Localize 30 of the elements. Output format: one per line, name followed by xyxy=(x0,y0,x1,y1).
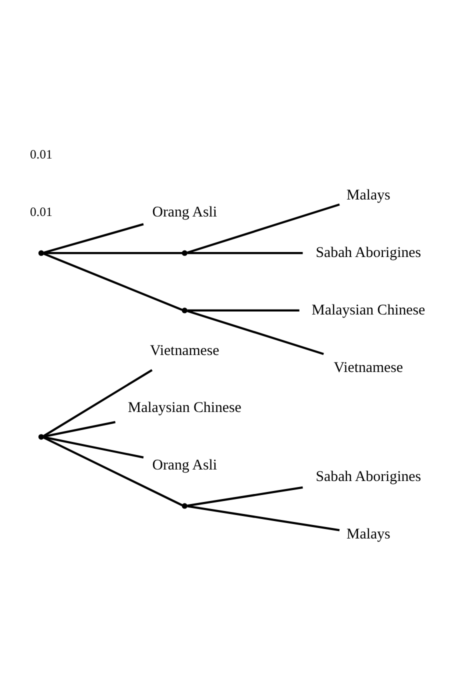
label: 0.01 xyxy=(30,147,52,162)
connector xyxy=(43,252,183,310)
node-point xyxy=(182,250,188,256)
connector xyxy=(44,222,144,254)
label: 0.01 xyxy=(30,204,52,219)
node-point xyxy=(182,307,188,313)
connector xyxy=(43,436,183,506)
node-text: Vietnamese xyxy=(150,342,220,358)
node-text: Malays xyxy=(346,526,390,542)
node-text: Orang Asli xyxy=(152,457,218,474)
connector xyxy=(44,436,144,458)
connector xyxy=(187,308,300,312)
node-text: Sabah Aborigines xyxy=(316,468,422,485)
node-text: Sabah Aborigines xyxy=(316,244,422,261)
node-text: Malaysian Chinese xyxy=(128,400,242,416)
node-text: Vietnamese xyxy=(334,359,404,376)
node-text: Malays xyxy=(346,187,390,204)
node-point xyxy=(182,502,188,508)
node-point xyxy=(38,434,44,440)
connector xyxy=(187,486,303,506)
node-text: Orang Asli xyxy=(152,204,218,220)
connector xyxy=(187,504,340,531)
connector xyxy=(186,203,340,254)
connector xyxy=(44,252,182,254)
node-text: Malaysian Chinese xyxy=(312,302,426,318)
connector xyxy=(186,309,324,355)
connector xyxy=(187,252,303,254)
node-point xyxy=(38,250,44,256)
connector xyxy=(44,420,116,438)
connector xyxy=(43,368,153,436)
